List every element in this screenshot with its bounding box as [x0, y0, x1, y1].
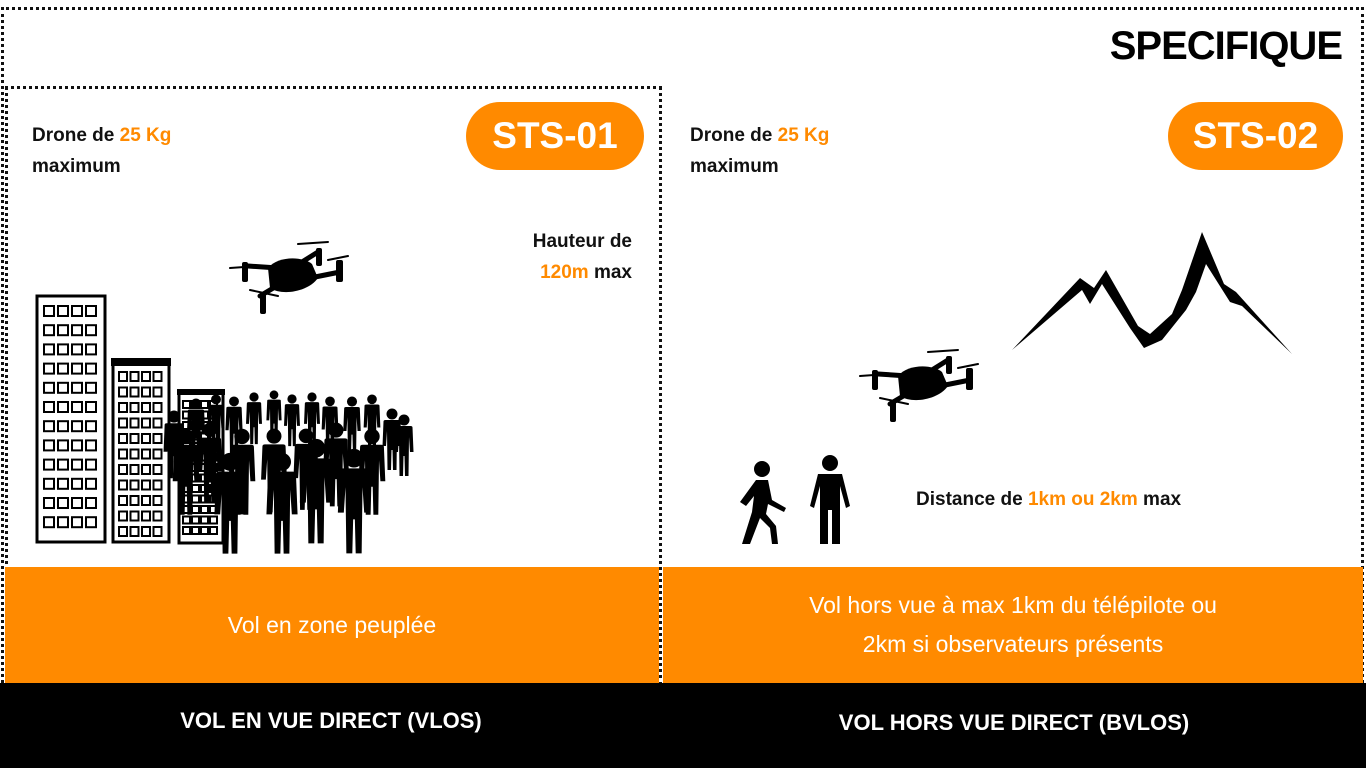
sts01-weight-suffix: maximum: [32, 156, 121, 177]
building-icon: [111, 358, 171, 544]
sts02-distance-suffix: max: [1137, 489, 1182, 510]
sts02-description-line1: Vol hors vue à max 1km du télépilote ou: [809, 592, 1217, 618]
sts02-weight-prefix: Drone de: [690, 125, 778, 146]
sts01-weight-prefix: Drone de: [32, 125, 120, 146]
sts02-badge: STS-02: [1168, 102, 1343, 170]
sts01-description: Vol en zone peuplée: [227, 611, 437, 638]
specifique-frame: [1, 7, 1364, 767]
sts01-height-spec: Hauteur de 120m max: [480, 226, 632, 288]
sts02-weight-value: 25 Kg: [777, 125, 830, 146]
sts02-distance-spec: Distance de 1km ou 2km max: [916, 484, 1181, 515]
sts01-frame: [5, 86, 662, 686]
sts01-description-band: Vol en zone peuplée: [5, 567, 659, 683]
building-icon: [35, 294, 107, 544]
walking-person-icon: [740, 461, 786, 544]
sts01-weight-spec: Drone de 25 Kg maximum: [32, 120, 171, 182]
sts02-distance-value: 1km ou 2km: [1027, 489, 1138, 510]
sts01-height-suffix: max: [588, 262, 632, 283]
standing-person-icon: [810, 455, 850, 544]
sts01-height-value: 120m: [540, 262, 589, 283]
sts02-description-band: Vol hors vue à max 1km du télépilote ou …: [663, 567, 1363, 683]
sts01-footer-label: VOL EN VUE DIRECT (VLOS): [180, 708, 482, 733]
sts01-weight-value: 25 Kg: [119, 125, 172, 146]
sts02-weight-suffix: maximum: [690, 156, 779, 177]
sts02-footer-label: VOL HORS VUE DIRECT (BVLOS): [838, 710, 1190, 735]
sts01-height-prefix: Hauteur de: [532, 231, 632, 252]
sts02-distance-prefix: Distance de: [916, 489, 1028, 510]
sts02-weight-spec: Drone de 25 Kg maximum: [690, 120, 829, 182]
drone-icon: [859, 349, 979, 422]
sts02-description-line2: 2km si observateurs présents: [862, 631, 1164, 657]
sts01-badge: STS-01: [466, 102, 644, 170]
footer-bar: [0, 683, 1366, 768]
mountain-icon: [1012, 232, 1292, 354]
page-title: SPECIFIQUE: [1109, 24, 1343, 68]
crowd-icon: [163, 390, 414, 554]
drone-icon: [229, 241, 349, 314]
